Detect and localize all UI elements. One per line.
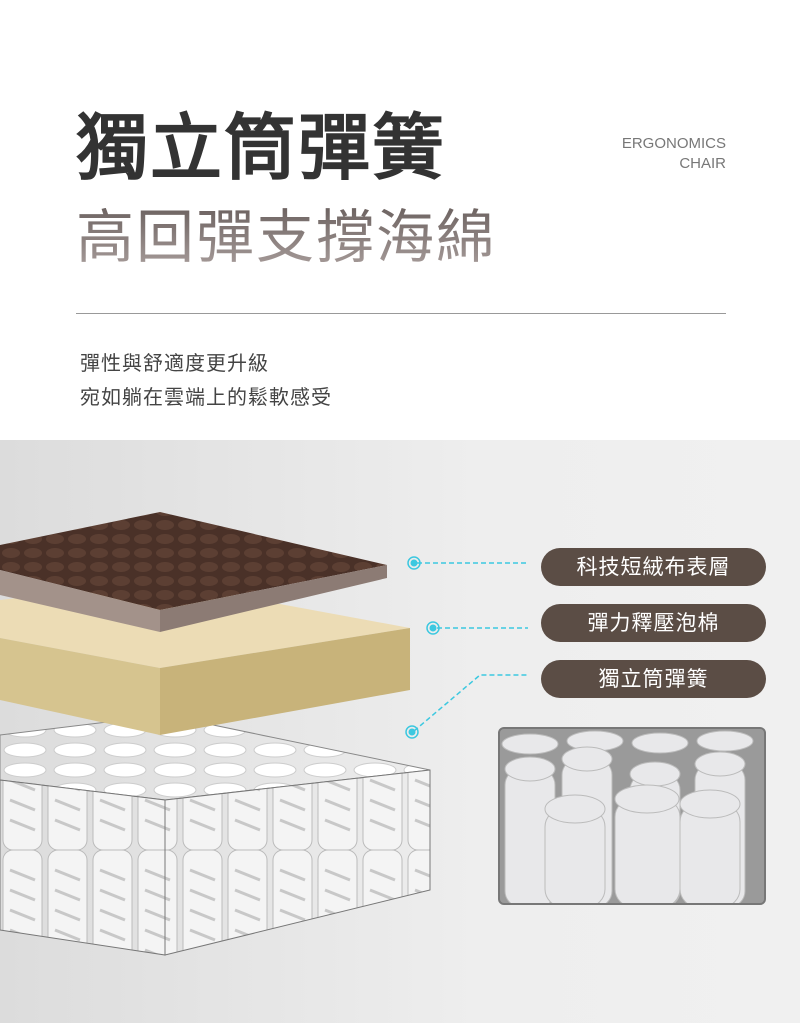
spring-layer [0,714,431,956]
pocket-springs-image [500,729,764,903]
mattress-layers-diagram [0,512,528,956]
leader-lines [413,562,528,732]
layer-label-springs: 獨立筒彈簧 [541,660,766,698]
divider [76,313,726,314]
description-line-2: 宛如躺在雲端上的鬆軟感受 [80,385,332,409]
leather-layer [0,512,387,632]
leader-dots [405,556,440,739]
spring-closeup-photo [498,727,766,905]
page-subtitle: 高回彈支撐海綿 [76,203,497,271]
description: 彈性與舒適度更升級 宛如躺在雲端上的鬆軟感受 [80,346,332,414]
brand-line-1: ERGONOMICS [621,135,726,152]
brand-line-2: CHAIR [679,155,726,172]
page-title: 獨立筒彈簧 [76,106,447,190]
layer-label-fabric: 科技短絨布表層 [541,548,766,586]
description-line-1: 彈性與舒適度更升級 [80,351,269,375]
brand-label: ERGONOMICS CHAIR [622,134,726,174]
layer-label-foam: 彈力釋壓泡棉 [541,604,766,642]
